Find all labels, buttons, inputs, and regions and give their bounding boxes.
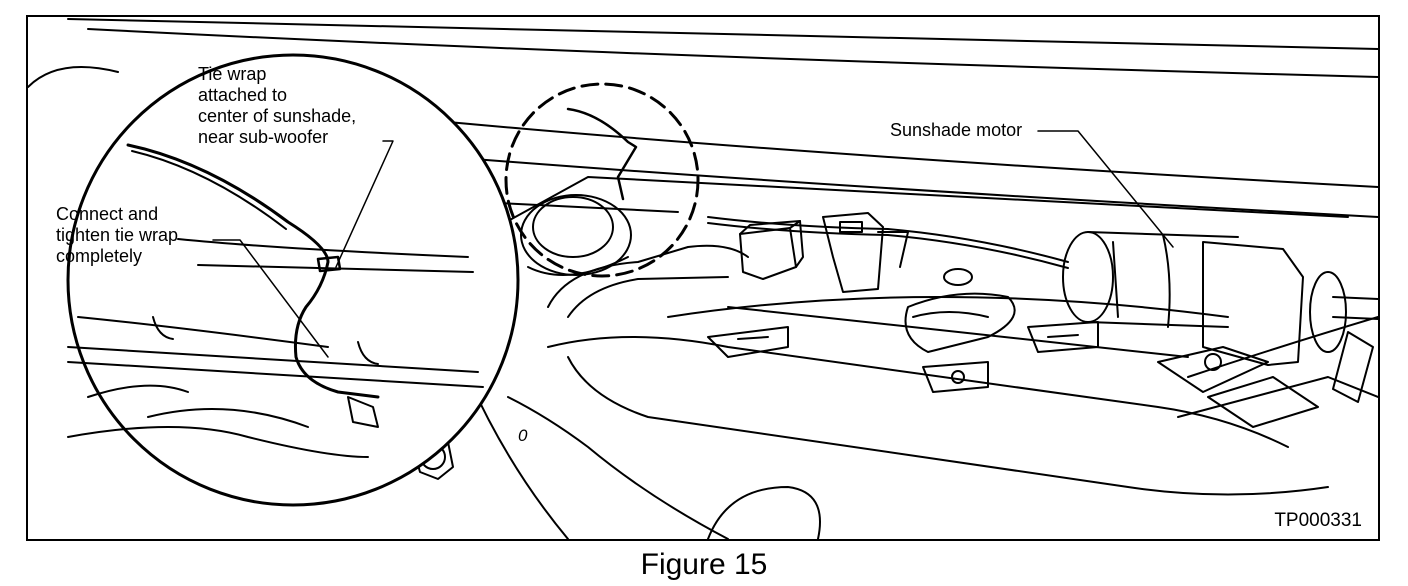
tie-wrap-callout: Tie wrap attached to center of sunshade,… <box>198 64 356 148</box>
sunshade-illustration <box>28 18 1378 539</box>
tie-wrap-line-1: Tie wrap <box>198 64 267 84</box>
tie-wrap-small <box>566 107 638 201</box>
tie-wrap-line-2: attached to <box>198 85 288 105</box>
connector <box>739 212 909 293</box>
image-id: TP000331 <box>1274 510 1362 531</box>
leader-lines <box>212 130 1174 358</box>
tie-wrap-line-4: near sub-woofer <box>198 127 329 147</box>
magnified-detail <box>66 53 520 507</box>
connect-callout: Connect and tighten tie wrap completely <box>56 204 178 267</box>
connect-line-2: tighten tie wrap <box>56 225 179 245</box>
part-mark: 0 <box>518 426 528 445</box>
floor-slots <box>707 268 1319 539</box>
connect-line-1: Connect and <box>56 204 159 224</box>
figure-frame: Tie wrap attached to center of sunshade,… <box>26 15 1380 541</box>
connect-line-3: completely <box>56 246 143 266</box>
rear-window-trim <box>28 18 1378 88</box>
package-tray <box>447 121 1378 539</box>
wire-harness <box>707 216 1069 269</box>
detail-circle <box>504 82 700 278</box>
sunshade-motor <box>1062 231 1378 403</box>
figure-caption: Figure 15 <box>640 548 768 581</box>
sub-woofer <box>520 194 632 276</box>
sunshade-motor-callout: Sunshade motor <box>890 120 1023 140</box>
tie-wrap-line-3: center of sunshade, <box>198 106 357 126</box>
